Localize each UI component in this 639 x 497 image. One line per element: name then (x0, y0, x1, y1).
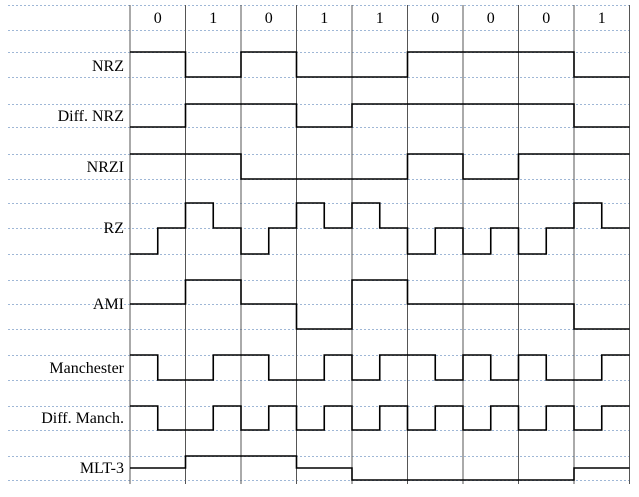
bit-value: 1 (320, 10, 328, 27)
waveforms (130, 51, 630, 481)
bit-value: 1 (598, 10, 606, 27)
bit-value: 0 (542, 10, 550, 27)
waveform-diff-nrz (130, 103, 630, 128)
bit-value: 1 (209, 10, 217, 27)
waveform-mlt-3 (130, 455, 630, 481)
waveform-nrzi (130, 153, 630, 180)
bit-value: 0 (265, 10, 273, 27)
encoding-label: MLT-3 (80, 460, 124, 477)
encoding-label: NRZI (87, 159, 124, 176)
waveform-diff-manch (130, 405, 630, 431)
bit-value: 0 (154, 10, 162, 27)
bit-header: 0 1 0 1 1 0 0 0 1 (154, 10, 606, 27)
encoding-label: NRZ (92, 58, 124, 75)
waveform-rz (130, 202, 630, 255)
waveform-ami (130, 279, 630, 330)
encoding-label: Diff. NRZ (58, 108, 124, 125)
bit-value: 0 (431, 10, 439, 27)
waveform-nrz (130, 51, 630, 78)
bit-value: 0 (487, 10, 495, 27)
encoding-label: RZ (104, 220, 124, 237)
waveform-manchester (130, 354, 630, 381)
encoding-label: AMI (93, 296, 124, 313)
encoding-label: Diff. Manch. (41, 410, 124, 427)
encoding-label: Manchester (49, 360, 124, 377)
bit-value: 1 (376, 10, 384, 27)
